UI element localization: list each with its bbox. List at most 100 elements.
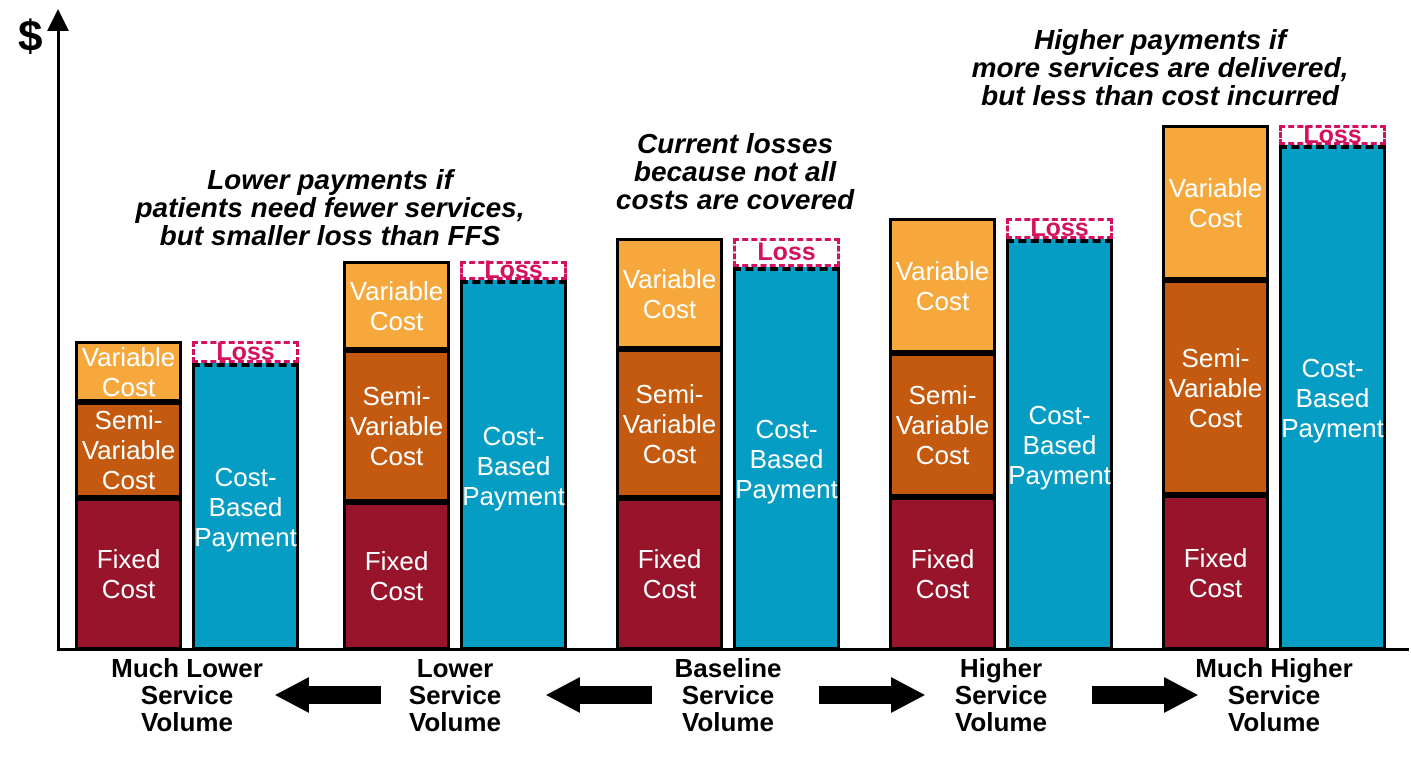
arrow-shaft xyxy=(305,686,381,704)
annotation-line: more services are delivered, xyxy=(971,52,1349,83)
y-axis-line xyxy=(57,24,60,650)
label-line: Cost xyxy=(101,465,156,495)
label-line: Payment xyxy=(462,480,565,511)
label-line: Fixed xyxy=(364,546,429,576)
y-axis-arrow-icon xyxy=(47,9,69,31)
label-line: Based xyxy=(476,450,551,481)
label-line: Variable xyxy=(622,263,717,294)
label-line: Semi- xyxy=(635,378,704,409)
label-line: Baseline xyxy=(674,653,782,683)
label-line: Cost- xyxy=(1301,353,1364,383)
label-line: Service xyxy=(1227,680,1321,710)
label-line: Semi- xyxy=(362,381,431,411)
annotation-line: Current losses xyxy=(636,128,834,159)
label-line: Payment xyxy=(1281,413,1384,443)
label-line: Service xyxy=(954,680,1048,710)
arrow-head-icon xyxy=(1163,677,1198,713)
label-line: Cost xyxy=(369,576,424,606)
label-line: Variable xyxy=(895,255,990,286)
label-line: Semi- xyxy=(1181,342,1250,373)
label-line: Cost- xyxy=(214,462,277,492)
annotation-line: because not all xyxy=(633,156,837,187)
volume-arrow-left xyxy=(545,677,652,713)
label-line: Volume xyxy=(682,707,774,737)
annotation-line: costs are covered xyxy=(615,184,855,215)
loss-marker: Loss xyxy=(460,258,567,283)
label-line: Cost xyxy=(915,285,970,316)
label-line: Higher xyxy=(959,653,1043,683)
label-line: Service xyxy=(140,680,234,710)
label-line: Service xyxy=(681,680,775,710)
annotation-higher-payments: Higher payments if more services are del… xyxy=(915,26,1405,110)
label-line: Semi- xyxy=(94,405,163,435)
label-line: Volume xyxy=(409,707,501,737)
y-axis-dollar-label: $ xyxy=(18,12,43,61)
loss-marker: Loss xyxy=(192,339,299,364)
annotation-line: patients need fewer services, xyxy=(135,192,525,223)
annotation-line: but smaller loss than FFS xyxy=(159,220,501,251)
label-line: Fixed xyxy=(1183,542,1248,573)
label-line: Variable xyxy=(81,341,176,372)
arrow-head-icon xyxy=(545,677,580,713)
arrow-shaft xyxy=(1091,686,1168,704)
label-line: Based xyxy=(208,492,283,522)
label-line: Based xyxy=(1295,383,1370,413)
label-line: Based xyxy=(749,444,824,474)
label-line: Variable xyxy=(81,435,176,465)
label-line: Cost xyxy=(101,574,156,604)
label-line: Cost xyxy=(369,305,424,336)
label-line: Volume xyxy=(955,707,1047,737)
label-line: Cost xyxy=(642,574,697,604)
label-line: Cost xyxy=(1188,572,1243,603)
label-line: Lower xyxy=(416,653,494,683)
label-line: Cost xyxy=(101,371,156,402)
label-line: Much Higher xyxy=(1195,653,1353,683)
label-line: Much Lower xyxy=(111,653,263,683)
label-line: Based xyxy=(1022,430,1097,460)
label-line: Payment xyxy=(1008,460,1111,490)
annotation-line: Lower payments if xyxy=(207,164,453,195)
label-line: Variable xyxy=(349,411,444,441)
label-line: Cost xyxy=(642,293,697,324)
label-line: Cost xyxy=(369,441,424,471)
arrow-head-icon xyxy=(890,677,925,713)
volume-arrow-left xyxy=(275,677,381,713)
loss-marker: Loss xyxy=(733,238,840,267)
volume-arrow-right xyxy=(1091,677,1198,713)
label-line: Cost xyxy=(642,438,697,469)
label-line: Payment xyxy=(735,474,838,504)
label-line: Variable xyxy=(1168,172,1263,203)
label-line: Cost xyxy=(1188,202,1243,233)
label-line: Cost xyxy=(915,440,970,470)
label-line: Fixed xyxy=(910,543,975,574)
label-line: Payment xyxy=(194,522,297,552)
annotation-current-losses: Current losses because not all costs are… xyxy=(588,130,882,214)
annotation-line: but less than cost incurred xyxy=(981,80,1339,111)
label-line: Service xyxy=(408,680,502,710)
label-line: Fixed xyxy=(637,544,702,574)
label-line: Variable xyxy=(1168,372,1263,403)
arrow-shaft xyxy=(575,686,652,704)
annotation-line: Higher payments if xyxy=(1033,24,1287,55)
arrow-shaft xyxy=(818,686,895,704)
label-line: Cost xyxy=(915,573,970,604)
